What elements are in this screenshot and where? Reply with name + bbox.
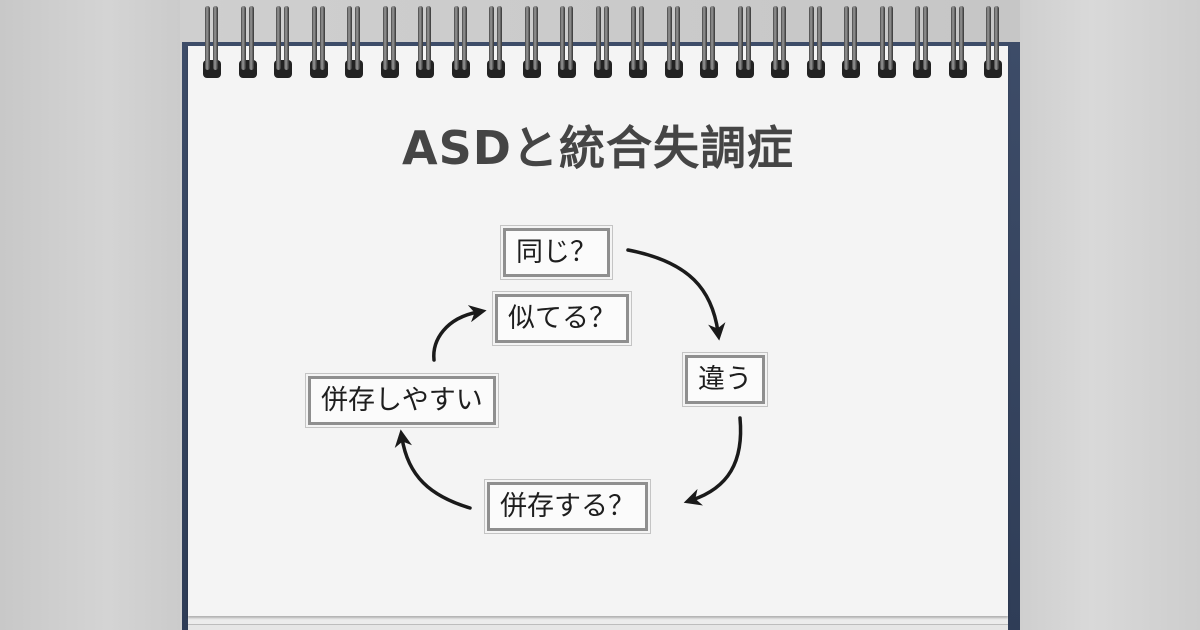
node-similar: 似てる？ (492, 291, 632, 346)
binding-ring (238, 6, 257, 78)
binding-ring (629, 6, 647, 78)
binding-ring (522, 6, 541, 78)
binding-ring (771, 6, 789, 78)
node-same: 同じ？ (500, 225, 613, 280)
binding-ring (984, 6, 1002, 78)
binding-ring (948, 6, 967, 78)
page-title: ASDと統合失調症 (402, 121, 794, 175)
node-coexist-question: 併存する？ (484, 479, 651, 534)
node-coexist-likely: 併存しやすい (305, 373, 499, 428)
binding-ring (203, 6, 221, 78)
binding-ring (451, 6, 470, 78)
background-left (0, 0, 180, 630)
binding-ring (274, 6, 292, 78)
binding-ring (380, 6, 399, 78)
binding-ring (877, 6, 896, 78)
binding-ring (487, 6, 505, 78)
binding-ring (345, 6, 363, 78)
binding-ring (664, 6, 683, 78)
binding-ring (700, 6, 718, 78)
binding-ring (842, 6, 860, 78)
background-right (1020, 0, 1200, 630)
binding-ring (913, 6, 931, 78)
node-different: 違う (682, 352, 768, 407)
binding-ring (806, 6, 825, 78)
binding-ring (558, 6, 576, 78)
binding-ring (309, 6, 328, 78)
binding-ring (416, 6, 434, 78)
binding-ring (593, 6, 612, 78)
binding-ring (735, 6, 754, 78)
